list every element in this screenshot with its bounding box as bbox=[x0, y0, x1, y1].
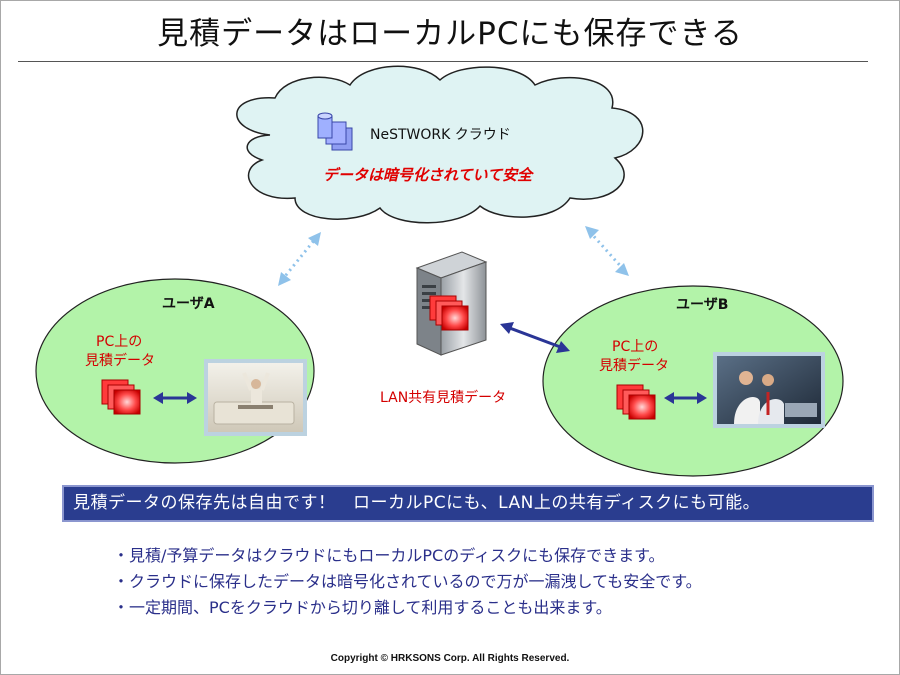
user-b-local-label-line2: 見積データ bbox=[599, 358, 669, 374]
bullet-item: ・見積/予算データはクラウドにもローカルPCのディスクにも保存できます。 bbox=[113, 546, 665, 565]
sync-arrow-right-head-top bbox=[585, 226, 599, 239]
cloud-security-note: データは暗号化されていて安全 bbox=[323, 166, 533, 184]
cloud-shape bbox=[236, 65, 644, 224]
bullet-list: ・見積/予算データはクラウドにもローカルPCのディスクにも保存できます。 ・クラ… bbox=[113, 543, 702, 621]
sync-arrow-right bbox=[588, 230, 626, 272]
title-divider bbox=[18, 61, 868, 62]
bullet-item: ・クラウドに保存したデータは暗号化されているので万が一漏洩しても安全です。 bbox=[113, 572, 702, 591]
summary-banner: 見積データの保存先は自由です！ ローカルPCにも、LAN上の共有ディスクにも可能… bbox=[62, 485, 874, 522]
user-b-data-icon bbox=[616, 384, 656, 420]
slide-title: 見積データはローカルPCにも保存できる bbox=[157, 16, 743, 52]
user-b-title: ユーザB bbox=[676, 297, 729, 313]
sync-arrow-right-head-bottom bbox=[615, 263, 629, 276]
user-a-title: ユーザA bbox=[162, 296, 215, 312]
bullet-item: ・一定期間、PCをクラウドから切り離して利用することも出来ます。 bbox=[113, 598, 612, 617]
user-b-arrow bbox=[664, 392, 707, 404]
lan-data-label: LAN共有見積データ bbox=[380, 390, 507, 406]
sync-arrow-left bbox=[280, 237, 318, 281]
user-b-photo bbox=[713, 352, 825, 428]
user-a-local-label-line2: 見積データ bbox=[85, 353, 155, 369]
cloud-label: NeSTWORK クラウド bbox=[370, 127, 511, 143]
user-b-ellipse bbox=[542, 285, 844, 477]
user-a-data-icon bbox=[101, 379, 141, 415]
lan-link-arrow bbox=[500, 322, 570, 353]
sync-arrow-left-head-bottom bbox=[278, 272, 291, 286]
diagram-graphics bbox=[35, 65, 844, 477]
user-a-photo bbox=[204, 359, 307, 436]
database-icon bbox=[317, 112, 353, 151]
sync-arrow-left-head-top bbox=[308, 232, 321, 246]
user-b-local-label-line1: PC上の bbox=[612, 339, 659, 355]
user-a-local-label-line1: PC上の bbox=[96, 334, 143, 350]
server-data-icon bbox=[429, 295, 469, 331]
user-a-arrow bbox=[153, 392, 197, 404]
copyright-notice: Copyright © HRKSONS Corp. All Rights Res… bbox=[330, 653, 570, 664]
